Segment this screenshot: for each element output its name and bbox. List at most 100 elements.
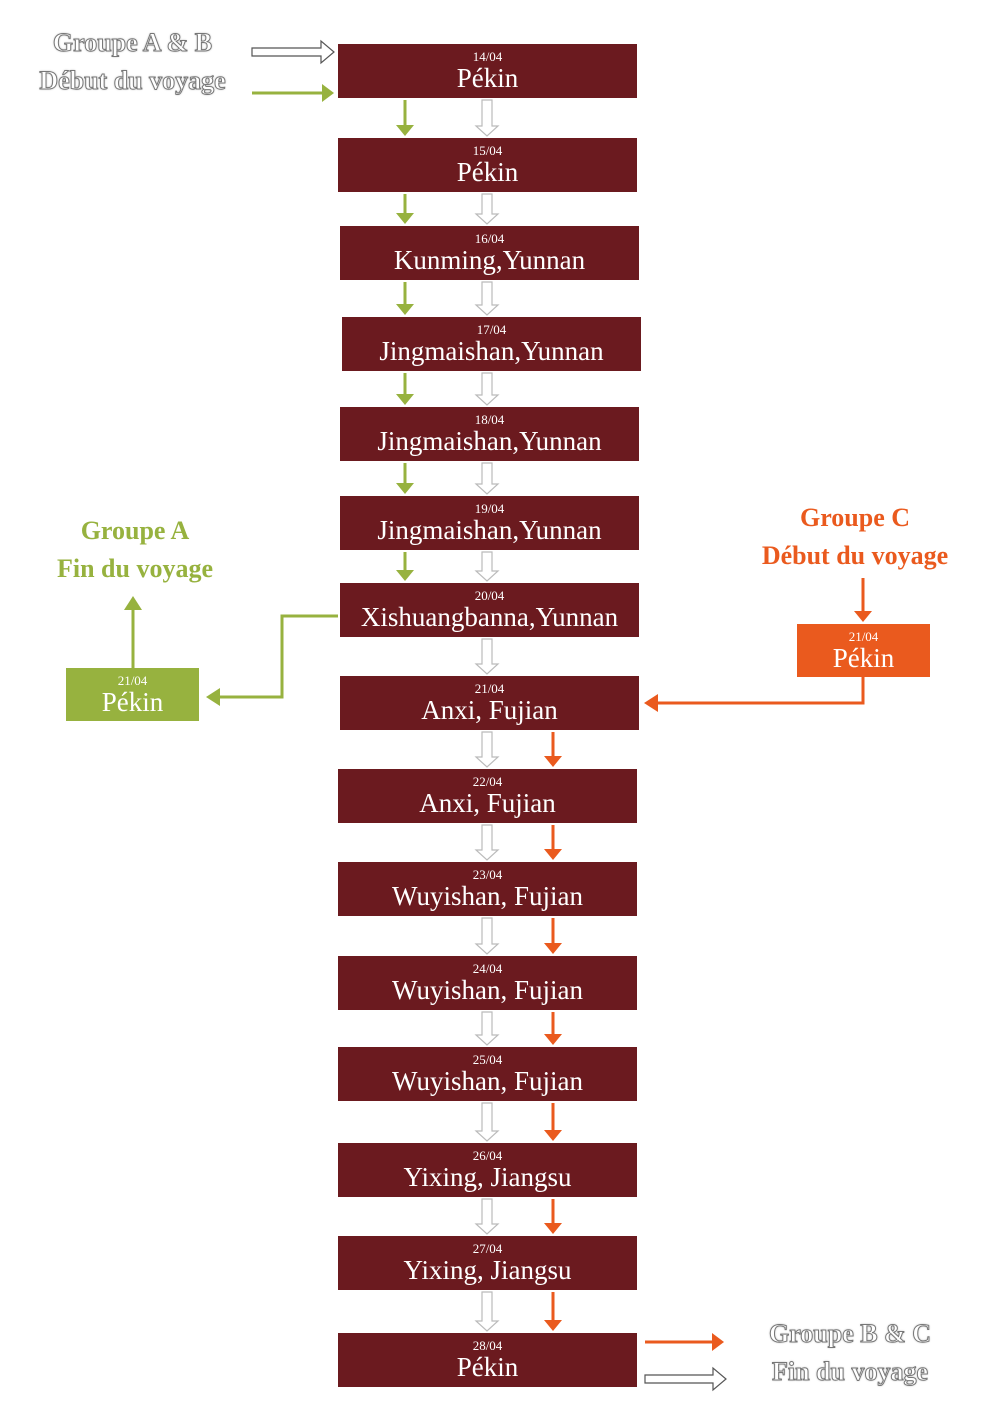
step-date: 28/04 xyxy=(472,1338,503,1353)
arrow-head xyxy=(544,1034,562,1045)
step-date: 17/04 xyxy=(476,322,507,337)
label-group-a-end: Groupe A Fin du voyage xyxy=(20,512,250,588)
group-a-end-date: 21/04 xyxy=(117,672,148,688)
hollow-arrow xyxy=(474,1291,500,1332)
arrow-head xyxy=(396,125,414,136)
label-group-ab-start: Groupe A & B Début du voyage xyxy=(10,24,255,100)
hollow-arrow xyxy=(474,1011,500,1046)
hollow-arrow xyxy=(474,193,500,225)
label-group-bc-end-line2: Fin du voyage xyxy=(771,1357,929,1387)
hollow-arrow xyxy=(251,39,335,65)
hollow-arrow xyxy=(474,917,500,955)
step-date: 21/04 xyxy=(474,681,505,696)
step-date: 26/04 xyxy=(472,1148,503,1163)
group-c-start-date: 21/04 xyxy=(848,628,879,644)
hollow-arrow xyxy=(644,1366,727,1392)
hollow-arrow xyxy=(474,372,500,406)
group-a-end-place: Pékin xyxy=(101,686,164,717)
arrow-head xyxy=(644,694,658,712)
arrow-head xyxy=(544,1130,562,1141)
group-c-start-place: Pékin xyxy=(832,642,895,673)
label-group-ab-start-line2: Début du voyage xyxy=(39,66,226,96)
label-group-a-end-line2: Fin du voyage xyxy=(56,554,214,583)
step-place: Pékin xyxy=(456,157,519,187)
label-group-bc-end: Groupe B & C Fin du voyage xyxy=(735,1315,965,1391)
arrow-head xyxy=(854,611,872,622)
step-date: 22/04 xyxy=(472,774,503,789)
arrow-head xyxy=(396,394,414,405)
label-group-a-end-line1: Groupe A xyxy=(80,516,190,545)
step-place: Yixing, Jiangsu xyxy=(403,1255,572,1285)
label-group-ab-start-line1: Groupe A & B xyxy=(52,28,213,58)
label-group-c-start-line2: Début du voyage xyxy=(761,541,949,570)
arrow-head xyxy=(124,596,142,610)
step-date: 24/04 xyxy=(472,961,503,976)
group-a-end-box: 21/04 Pékin xyxy=(66,668,199,721)
arrow-head xyxy=(396,304,414,315)
step-date: 20/04 xyxy=(474,588,505,603)
hollow-arrow xyxy=(474,638,500,675)
step-date: 23/04 xyxy=(472,867,503,882)
hollow-arrow xyxy=(474,99,500,137)
step-date: 25/04 xyxy=(472,1052,503,1067)
step-place: Anxi, Fujian xyxy=(421,695,558,725)
label-group-c-start: Groupe C Début du voyage xyxy=(735,499,975,575)
arrow-head xyxy=(396,483,414,494)
arrow-head xyxy=(544,943,562,954)
arrow-head xyxy=(544,1223,562,1234)
step-place: Wuyishan, Fujian xyxy=(392,1066,583,1096)
step-place: Pékin xyxy=(456,63,519,93)
step-place: Jingmaishan,Yunnan xyxy=(379,336,604,366)
group-c-start-box: 21/04 Pékin xyxy=(797,624,930,677)
arrow-head xyxy=(544,1320,562,1331)
step-date: 16/04 xyxy=(474,231,505,246)
hollow-arrow xyxy=(474,551,500,582)
step-place: Anxi, Fujian xyxy=(419,788,556,818)
step-date: 27/04 xyxy=(472,1241,503,1256)
hollow-arrow xyxy=(474,281,500,316)
step-place: Yixing, Jiangsu xyxy=(403,1162,572,1192)
step-place: Pékin xyxy=(456,1352,519,1382)
step-date: 15/04 xyxy=(472,143,503,158)
label-group-bc-end-line1: Groupe B & C xyxy=(768,1319,932,1349)
step-place: Jingmaishan,Yunnan xyxy=(377,426,602,456)
step-date: 19/04 xyxy=(474,501,505,516)
arrow-head xyxy=(544,756,562,767)
step-place: Wuyishan, Fujian xyxy=(392,975,583,1005)
step-date: 14/04 xyxy=(472,49,503,64)
arrow-head xyxy=(322,84,334,102)
arrow-head xyxy=(712,1333,724,1351)
step-date: 18/04 xyxy=(474,412,505,427)
step-place: Xishuangbanna,Yunnan xyxy=(360,602,619,632)
arrow-head xyxy=(396,213,414,224)
hollow-arrow xyxy=(474,1102,500,1142)
hollow-arrow xyxy=(474,462,500,495)
hollow-arrow xyxy=(474,731,500,768)
step-place: Jingmaishan,Yunnan xyxy=(377,515,602,545)
step-place: Wuyishan, Fujian xyxy=(392,881,583,911)
hollow-arrow xyxy=(474,1198,500,1235)
group-a-route xyxy=(218,614,338,699)
label-group-c-start-line1: Groupe C xyxy=(799,503,911,532)
arrow-head xyxy=(544,849,562,860)
arrow-head xyxy=(206,688,220,706)
hollow-arrow xyxy=(474,824,500,861)
group-c-route xyxy=(656,677,865,705)
